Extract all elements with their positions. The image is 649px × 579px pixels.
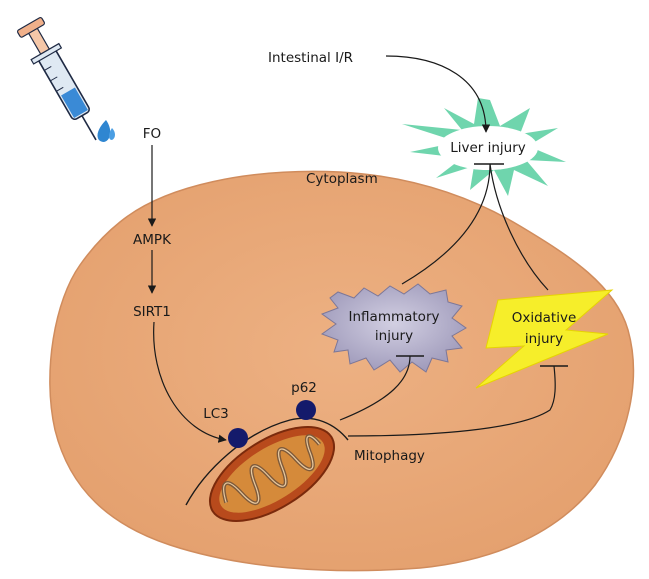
lc3-protein-dot [228,428,248,448]
inhibit-oxidative-to-liver [489,163,549,291]
inhibit-inflammatory-to-liver [401,163,491,285]
label-inflammatory-line2: injury [375,328,413,344]
label-p62: p62 [291,380,317,396]
cell-body [49,170,635,572]
label-inflammatory-line1: Inflammatory [349,309,440,325]
arrow-intestinal-ir-to-liver-injury [385,55,491,133]
label-mitophagy: Mitophagy [354,448,425,464]
label-cytoplasm: Cytoplasm [306,171,378,187]
inflammatory-injury-shape [320,283,467,373]
label-fo: FO [143,126,161,142]
phagophore-membrane [185,417,349,506]
label-ampk: AMPK [133,232,172,248]
label-liver-injury: Liver injury [450,140,526,156]
mitochondrion-icon [208,426,336,522]
label-oxidative-line1: Oxidative [512,310,577,326]
inhibit-mitophagy-to-inflammatory [339,355,411,421]
inhibit-mitophagy-to-oxidative [347,365,556,437]
lightning-bolt-icon [475,289,614,389]
label-intestinal-ir: Intestinal I/R [268,50,353,66]
starburst-icon [402,98,566,196]
syringe-icon [17,17,115,142]
p62-protein-dot [296,400,316,420]
label-sirt1: SIRT1 [133,304,171,320]
label-oxidative-line2: injury [525,331,563,347]
arrow-sirt1-to-lc3 [153,321,227,443]
label-lc3: LC3 [203,406,229,422]
